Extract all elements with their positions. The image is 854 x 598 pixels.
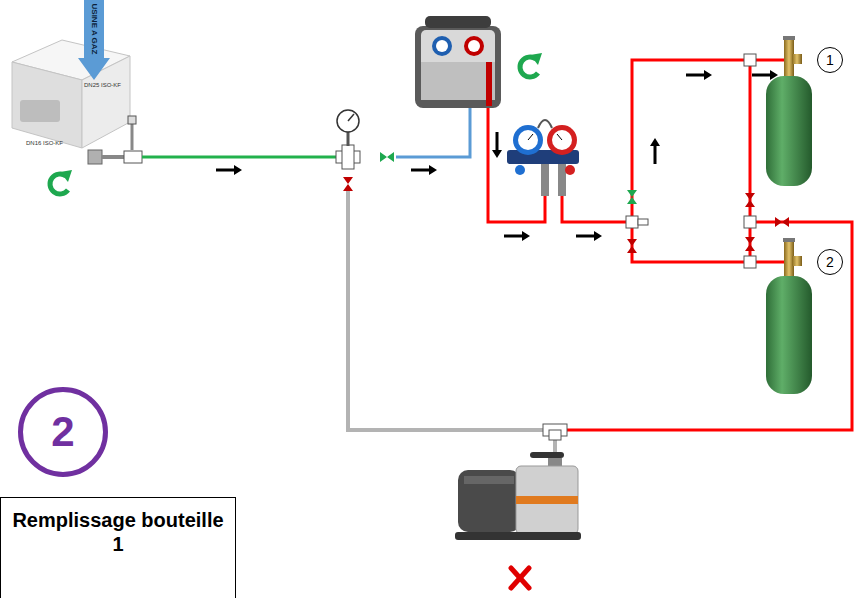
recovery-unit [415, 16, 501, 108]
callout-number: 2 [817, 249, 843, 275]
rotation-arrowhead [60, 170, 72, 182]
pump-machine [12, 40, 142, 164]
gas-bottle [766, 238, 812, 394]
gas-bottle [766, 36, 812, 186]
valve [380, 152, 394, 162]
pipes [142, 60, 852, 462]
step-number: 2 [18, 387, 108, 477]
callout-number: 1 [817, 47, 843, 73]
arrow-shape [78, 0, 110, 80]
node-text: 2 [51, 408, 74, 456]
valve [627, 190, 637, 204]
valve [343, 177, 353, 191]
port-label: DN25 ISO-KF [84, 82, 121, 88]
node-text: 1 [826, 52, 834, 68]
source-arrow: USINE A GAZ [78, 0, 110, 80]
flow-arrows [216, 70, 778, 241]
node-text: USINE A GAZ [90, 4, 99, 55]
valve [745, 237, 755, 251]
pressure-gauge [337, 110, 359, 146]
pipe-fittings [336, 54, 756, 440]
cross-mark [511, 568, 529, 588]
valve [775, 217, 789, 227]
manifold-gauge [507, 120, 579, 196]
node-text: 2 [826, 254, 834, 270]
valve [745, 193, 755, 207]
valve [627, 239, 637, 253]
port-label: DN16 ISO-KF [26, 140, 63, 146]
rotation-arrowhead [530, 53, 542, 65]
node-text: Remplissage bouteille 1 [12, 509, 223, 555]
vacuum-pump [455, 452, 581, 540]
step-title-box: Remplissage bouteille 1 [0, 497, 236, 598]
